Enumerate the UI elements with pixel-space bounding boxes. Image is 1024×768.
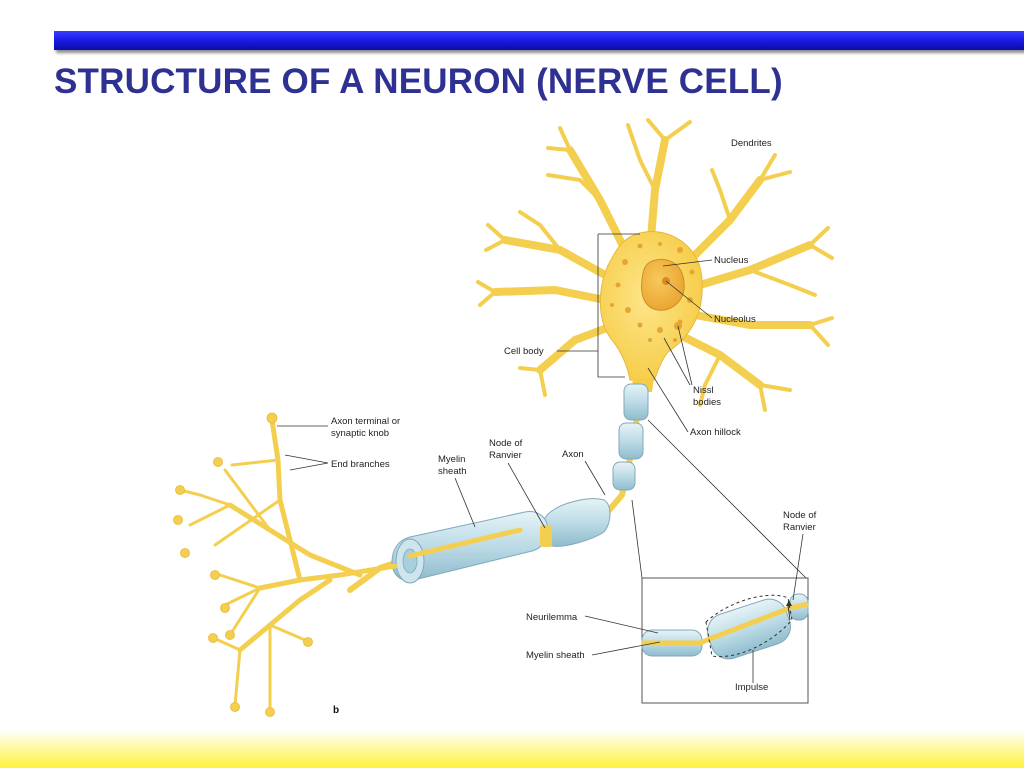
label-nucleolus: Nucleolus bbox=[714, 314, 756, 325]
label-nissl-line2: bodies bbox=[693, 397, 721, 408]
label-axon-hillock: Axon hillock bbox=[690, 427, 741, 438]
label-myelin-line1: Myelin bbox=[438, 454, 465, 465]
label-node-ranvier-line1: Node of bbox=[489, 438, 523, 449]
label-inset-node-line2: Ranvier bbox=[783, 522, 816, 533]
label-nissl-line1: Nissl bbox=[693, 385, 714, 396]
label-axon: Axon bbox=[562, 449, 584, 460]
axon-terminals bbox=[178, 417, 398, 712]
dendrites bbox=[476, 118, 834, 412]
title-bar-decoration bbox=[54, 31, 1024, 50]
label-neurilemma: Neurilemma bbox=[526, 612, 578, 623]
myelin-segment-large bbox=[391, 511, 549, 584]
label-myelin-sheath-inset: Myelin sheath bbox=[526, 650, 585, 661]
label-axon-terminal-line1: Axon terminal or bbox=[331, 416, 400, 427]
label-axon-terminal-line2: synaptic knob bbox=[331, 428, 389, 439]
synaptic-knobs bbox=[173, 412, 313, 717]
bottom-gradient-band bbox=[0, 730, 1024, 768]
label-end-branches: End branches bbox=[331, 459, 390, 470]
label-cell-body: Cell body bbox=[504, 346, 544, 357]
label-panel-letter: b bbox=[333, 705, 339, 716]
leader-lines bbox=[277, 233, 804, 683]
inset-box bbox=[631, 419, 809, 704]
label-node-ranvier-line2: Ranvier bbox=[489, 450, 522, 461]
label-inset-node-line1: Node of bbox=[783, 510, 817, 521]
label-dendrites: Dendrites bbox=[731, 138, 772, 149]
label-myelin-line2: sheath bbox=[438, 466, 467, 477]
label-impulse: Impulse bbox=[735, 682, 768, 693]
label-nucleus: Nucleus bbox=[714, 255, 749, 266]
myelin-segments-vertical bbox=[612, 383, 649, 491]
slide-title: STRUCTURE OF A NEURON (NERVE CELL) bbox=[54, 62, 783, 101]
myelin-segment-bent bbox=[542, 498, 611, 547]
nucleus-shape bbox=[641, 258, 685, 311]
